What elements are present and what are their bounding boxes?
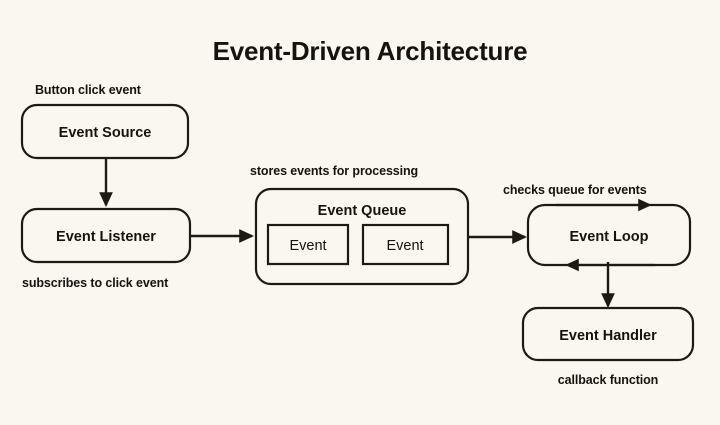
queue-item-1[interactable]: Event [266, 223, 350, 266]
annotation-button-click-event: Button click event [35, 83, 142, 97]
annotation-callback-function: callback function [558, 373, 658, 387]
node-event-loop[interactable]: Event Loop [526, 198, 692, 272]
node-event-handler[interactable]: Event Handler [521, 306, 695, 362]
page-title: Event-Driven Architecture [213, 36, 528, 66]
queue-item-1-label: Event [289, 238, 326, 254]
queue-item-1-box[interactable] [266, 223, 350, 266]
event-handler-box[interactable] [521, 306, 695, 362]
event-source-label: Event Source [59, 125, 152, 141]
queue-item-2[interactable]: Event [361, 223, 450, 266]
node-event-queue[interactable]: Event Queue Event Event [254, 187, 470, 286]
annotation-subscribes-to-click-event: subscribes to click event [22, 276, 169, 290]
event-queue-label: Event Queue [318, 203, 407, 219]
queue-item-2-box[interactable] [361, 223, 450, 266]
node-event-source[interactable]: Event Source [20, 103, 190, 160]
annotation-checks-queue-for-events: checks queue for events [503, 183, 647, 197]
event-loop-label: Event Loop [570, 229, 649, 245]
node-event-listener[interactable]: Event Listener [20, 207, 192, 264]
queue-item-2-label: Event [386, 238, 423, 254]
event-listener-label: Event Listener [56, 229, 156, 245]
annotation-stores-events-for-processing: stores events for processing [250, 164, 418, 178]
event-handler-label: Event Handler [559, 328, 657, 344]
